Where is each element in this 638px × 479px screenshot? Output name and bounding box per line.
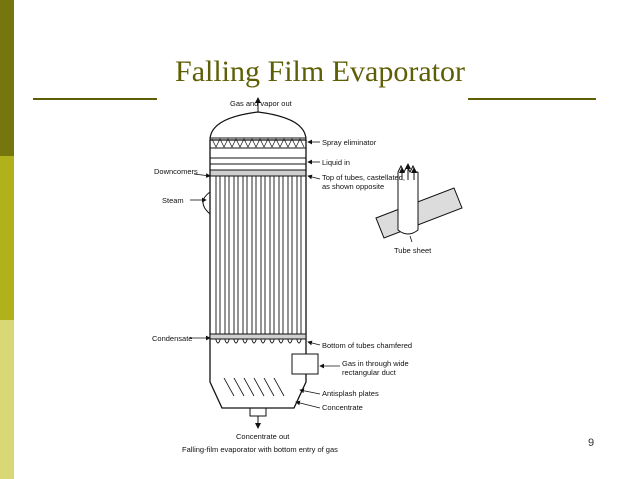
label-gas-in-2: rectangular duct xyxy=(342,368,397,377)
evaporator-diagram: Gas and vapor out Spray eliminator Liqui… xyxy=(152,97,463,454)
title-rule-right xyxy=(468,98,596,100)
label-liquid-in: Liquid in xyxy=(322,158,350,167)
liquid-distributor xyxy=(209,157,307,165)
diagram-caption: Falling-film evaporator with bottom entr… xyxy=(182,445,338,454)
sidebar-segment-light xyxy=(0,320,14,479)
label-condensate: Condensate xyxy=(152,334,192,343)
label-antisplash: Antisplash plates xyxy=(322,389,379,398)
label-downcomers: Downcomers xyxy=(154,167,198,176)
label-spray-eliminator: Spray eliminator xyxy=(322,138,377,147)
bottom-tube-sheet xyxy=(209,333,307,340)
label-bottom-of-tubes: Bottom of tubes chamfered xyxy=(322,341,412,350)
label-top-of-tubes: Top of tubes, castellated, xyxy=(322,173,405,182)
tube-bundle xyxy=(215,176,302,344)
label-gas-vapor-out: Gas and vapor out xyxy=(230,99,293,108)
label-gas-in: Gas in through wide xyxy=(342,359,409,368)
sidebar-accent xyxy=(0,0,14,479)
label-top-of-tubes-2: as shown opposite xyxy=(322,182,384,191)
label-concentrate: Concentrate xyxy=(322,403,363,412)
sidebar-segment-dark xyxy=(0,0,14,156)
label-steam: Steam xyxy=(162,196,184,205)
title-rule-left xyxy=(33,98,157,100)
top-tube-sheet xyxy=(209,169,307,177)
antisplash-plates xyxy=(223,377,285,397)
label-concentrate-out: Concentrate out xyxy=(236,432,290,441)
steam-nozzle xyxy=(202,191,211,215)
sidebar-segment-mid xyxy=(0,156,14,320)
tube-sheet-detail xyxy=(375,163,463,243)
gas-inlet-duct xyxy=(291,353,319,375)
slide-title: Falling Film Evaporator xyxy=(175,55,465,88)
label-tube-sheet: Tube sheet xyxy=(394,246,432,255)
bottom-outlet xyxy=(249,407,267,417)
top-dome xyxy=(209,111,307,141)
page-number: 9 xyxy=(588,437,595,449)
